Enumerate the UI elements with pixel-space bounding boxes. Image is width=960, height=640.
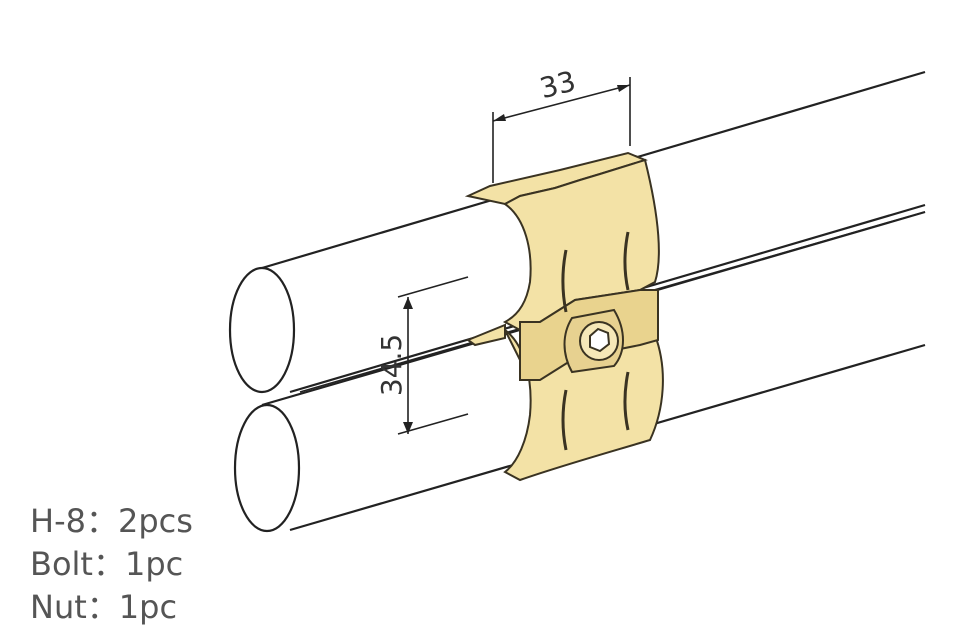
clamp-h8 [464, 151, 664, 482]
part-separator: ： [92, 545, 125, 583]
part-name: H-8 [30, 502, 86, 540]
part-quantity: 1pc [124, 545, 184, 583]
parts-list-item: H-8：2pcs [30, 500, 193, 543]
width-dimension-label: 33 [536, 64, 579, 105]
part-quantity: 1pc [118, 588, 178, 626]
bolt-head [563, 308, 624, 374]
part-name: Bolt [30, 545, 93, 583]
upper-pipe-end [228, 266, 296, 394]
height-dimension-label: 34.5 [375, 334, 408, 396]
height-dimension [397, 276, 469, 435]
part-separator: ： [86, 588, 119, 626]
part-quantity: 2pcs [117, 502, 193, 540]
parts-list-item: Bolt：1pc [30, 543, 193, 586]
width-dimension [492, 77, 631, 183]
lower-pipe-end [233, 403, 301, 533]
parts-list: H-8：2pcs Bolt：1pc Nut：1pc [30, 500, 193, 629]
parts-list-item: Nut：1pc [30, 586, 193, 629]
part-name: Nut [30, 588, 87, 626]
part-separator: ： [85, 502, 118, 540]
